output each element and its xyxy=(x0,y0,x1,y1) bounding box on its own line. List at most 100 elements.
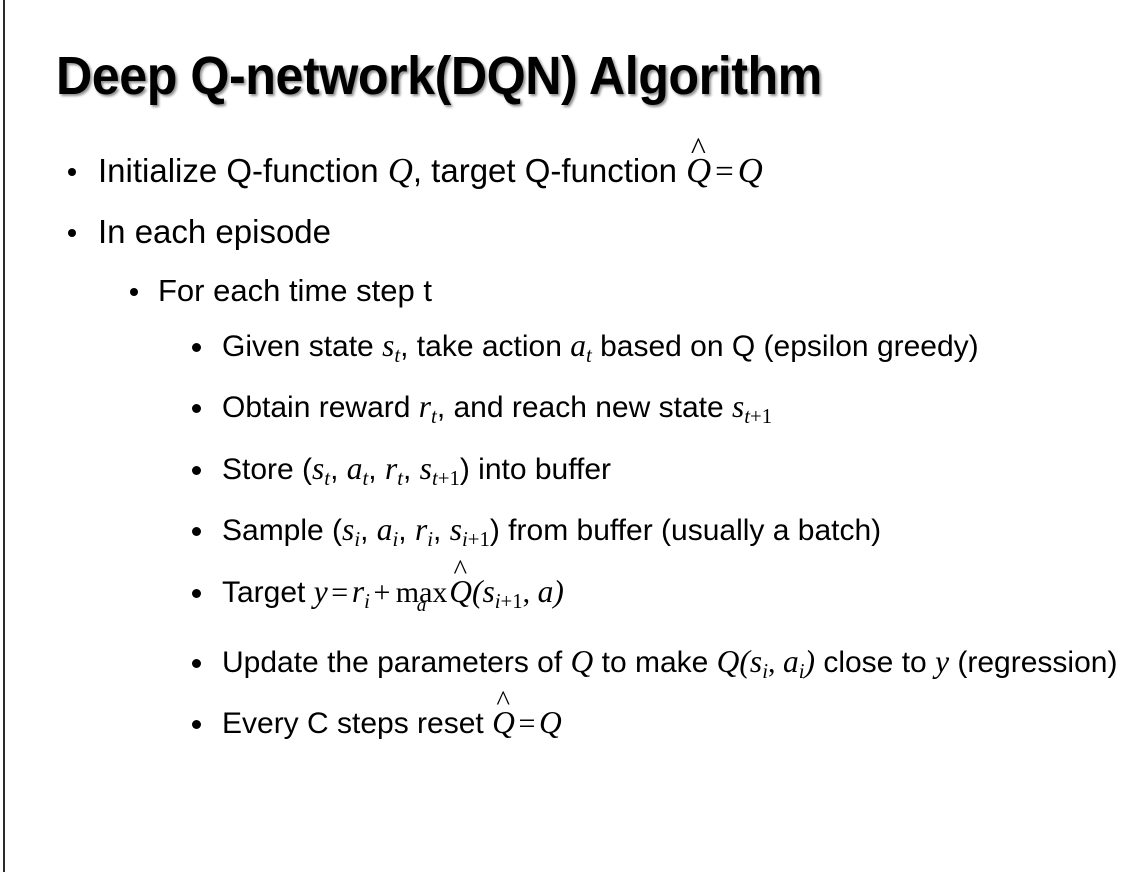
list-item-obtain-reward: Obtain reward rt, and reach new state st… xyxy=(0,384,1124,440)
list-item-label: Every C steps reset ^Q=Q xyxy=(222,686,1124,747)
math-r-subscript: t xyxy=(431,404,437,428)
math-s-t1-base: s xyxy=(419,450,432,486)
math-s-i: si xyxy=(342,512,360,551)
bullet-list-level-2: For each time step t xyxy=(0,269,1124,313)
math-sub-italic: i xyxy=(461,528,468,552)
page-title: Deep Q-network(DQN) Algorithm xyxy=(56,46,822,106)
math-q-hat-base: Q xyxy=(449,574,472,610)
text-sample-pre: Sample ( xyxy=(222,514,343,548)
list-item-label: Obtain reward rt, and reach new state st… xyxy=(222,384,1124,440)
math-s-i-base: s xyxy=(749,644,763,680)
list-item-store: Store (st, at, rt, st+1) into buffer xyxy=(0,446,1124,502)
math-s-i1-base: s xyxy=(449,512,462,548)
list-item-label: Given state st, take action at based on … xyxy=(222,323,1124,378)
math-comma: , xyxy=(522,576,538,610)
math-s-i1: si+1 xyxy=(482,574,522,613)
bullet-list-level-3: Given state st, take action at based on … xyxy=(0,323,1124,747)
math-sub-upright: +1 xyxy=(750,404,773,428)
math-s-t1-sub: t+1 xyxy=(432,466,460,489)
math-q: Q xyxy=(538,704,562,740)
list-item-given-state: Given state st, take action at based on … xyxy=(0,323,1124,378)
text-reset-pre: Every C steps reset xyxy=(222,706,493,740)
text-obtain-pre: Obtain reward xyxy=(222,390,419,424)
hat-accent-icon: ^ xyxy=(453,553,468,586)
bullet-dot-icon xyxy=(68,168,76,176)
math-s-i-sub: i xyxy=(762,659,768,683)
text-update-pre: Update the parameters of xyxy=(222,646,571,680)
bullet-dot-icon xyxy=(192,465,201,475)
math-r-i: ri xyxy=(415,512,433,551)
text-sep-3: , xyxy=(433,514,450,548)
math-q-hat: ^Q xyxy=(492,686,515,746)
list-item-label: Store (st, at, rt, st+1) into buffer xyxy=(222,446,1124,502)
math-s-i-base: s xyxy=(342,512,355,548)
math-s-i1-sub: i+1 xyxy=(462,528,490,551)
math-s-base: s xyxy=(382,328,395,363)
list-item-label: For each time step t xyxy=(158,273,432,308)
math-s-t: st xyxy=(312,451,331,490)
bullet-dot-icon xyxy=(192,403,201,413)
math-r-t-base: r xyxy=(384,450,398,486)
math-a-subscript: t xyxy=(585,343,592,367)
bullet-dot-icon xyxy=(192,527,201,537)
text-initialize-mid: , target Q-function xyxy=(412,152,687,189)
math-sub-italic: t xyxy=(431,466,438,490)
math-s: st xyxy=(382,328,400,367)
text-sep-2: , xyxy=(368,452,385,486)
math-s-next-base: s xyxy=(732,388,745,424)
math-q-hat: ^Q xyxy=(686,133,712,194)
bullet-dot-icon xyxy=(192,719,201,729)
text-sep-2: , xyxy=(398,514,415,548)
math-s-i: si xyxy=(749,644,768,683)
list-item-timestep: For each time step t xyxy=(0,269,1124,313)
math-paren-close: ) xyxy=(804,644,816,680)
math-q: Q xyxy=(387,152,413,190)
hat-accent-icon: ^ xyxy=(690,131,706,167)
math-equals: = xyxy=(331,576,349,610)
math-s-t-sub: t xyxy=(324,466,331,490)
slide-body: Initialize Q-function Q, target Q-functi… xyxy=(0,133,1124,753)
list-item-label: Initialize Q-function Q, target Q-functi… xyxy=(98,133,1124,195)
math-s-t1: st+1 xyxy=(419,450,460,490)
math-a-i-sub: i xyxy=(798,659,805,683)
math-s-i1: si+1 xyxy=(449,512,490,551)
math-a-t: at xyxy=(347,451,369,490)
math-q-hat-base: Q xyxy=(492,704,515,740)
math-r-i: ri xyxy=(352,574,370,613)
math-r-base: r xyxy=(418,388,432,424)
list-item-label: Sample (si, ai, ri, si+1) from buffer (u… xyxy=(222,507,1124,563)
math-q-eval: Q xyxy=(716,644,740,680)
math-a-i: ai xyxy=(783,644,805,683)
list-item-reset: Every C steps reset ^Q=Q xyxy=(0,686,1124,747)
math-r-i-sub: i xyxy=(364,590,370,614)
math-max-label: max xyxy=(395,576,448,610)
text-update-tail: (regression) xyxy=(949,646,1118,680)
math-paren-open: ( xyxy=(739,644,750,680)
math-r-t-sub: t xyxy=(397,466,403,490)
math-sub-upright: +1 xyxy=(437,466,460,490)
math-q-hat-base: Q xyxy=(686,152,712,190)
math-sub-upright: +1 xyxy=(500,590,523,614)
math-s-next: st+1 xyxy=(732,388,772,428)
math-y: y xyxy=(313,574,328,610)
math-a-base: a xyxy=(570,328,586,363)
text-sep-1: , xyxy=(360,514,377,548)
math-s-next-sub: t+1 xyxy=(744,405,772,428)
text-store-pre: Store ( xyxy=(222,452,313,486)
list-item-initialize: Initialize Q-function Q, target Q-functi… xyxy=(0,133,1124,195)
math-a: a xyxy=(537,574,554,610)
math-a-i-base: a xyxy=(376,512,393,548)
math-r-t: rt xyxy=(384,450,403,490)
bullet-list-level-1: Initialize Q-function Q, target Q-functi… xyxy=(0,133,1124,255)
math-equals: = xyxy=(715,154,734,190)
math-equals: = xyxy=(518,706,536,740)
text-given-post: based on Q (epsilon greedy) xyxy=(591,330,979,363)
text-sample-post: ) from buffer (usually a batch) xyxy=(489,514,882,548)
math-q-target: Q xyxy=(737,152,763,190)
math-s-i-sub: i xyxy=(354,528,361,552)
math-comma: , xyxy=(767,646,783,680)
text-target-pre: Target xyxy=(222,576,314,610)
